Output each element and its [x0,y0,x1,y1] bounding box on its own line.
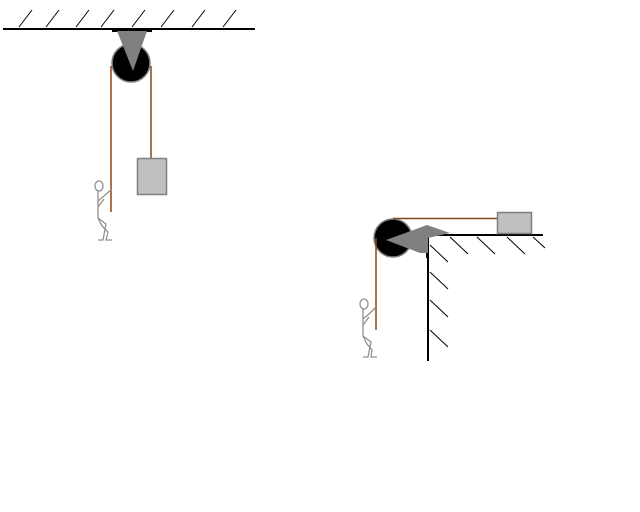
table-hatching [429,236,546,348]
pulley-mount-plate [112,29,152,32]
corner-pulley-mount [386,225,450,253]
pulley-mount [117,31,147,71]
ceiling-pulley-scene [3,9,255,241]
ceiling-hatching [18,9,237,28]
table-block [496,211,533,235]
hanging-block [136,157,168,196]
stick-person-2 [359,298,377,358]
corner-pulley-scene [359,211,546,361]
stick-person [94,180,113,241]
